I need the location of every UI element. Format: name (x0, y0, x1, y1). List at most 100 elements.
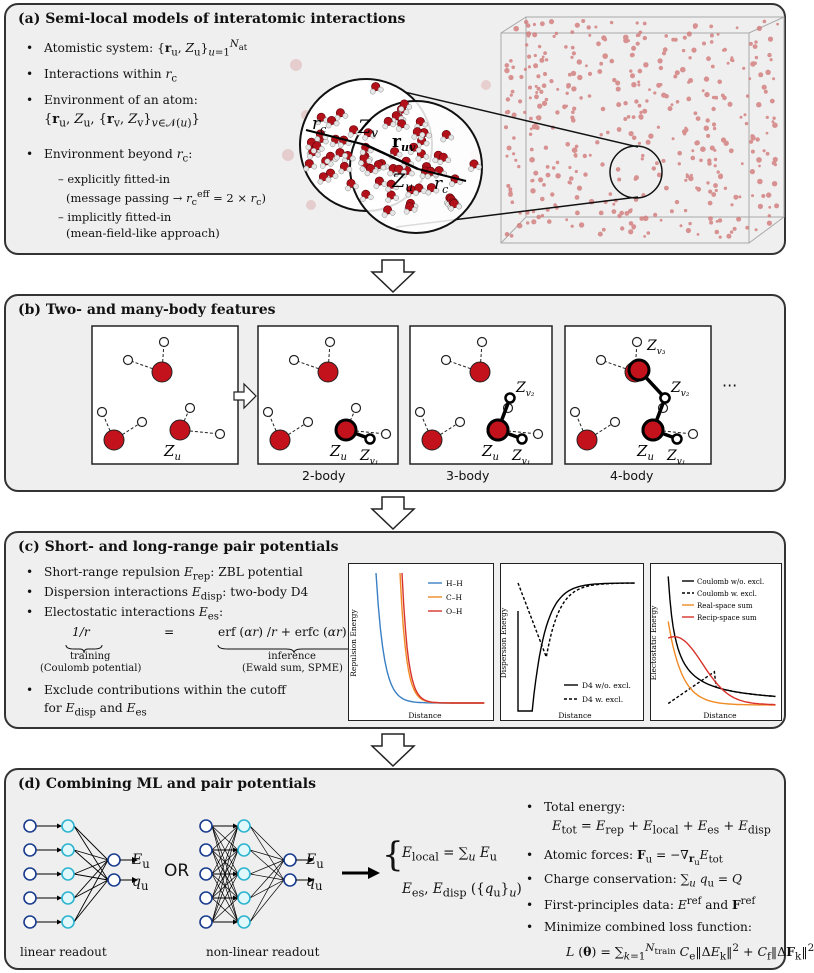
hydrogen-atom (448, 205, 454, 212)
water-molecule (615, 80, 621, 86)
water-molecule (715, 219, 719, 223)
water-molecule (570, 30, 575, 34)
water-molecule (509, 93, 513, 97)
hydrogen-atom (423, 140, 430, 147)
oxygen-atom (391, 111, 401, 121)
hydrogen-atom (347, 131, 354, 138)
water-molecule (723, 47, 727, 52)
hydrogen-atom (370, 132, 377, 139)
eq-right: erf (αr) /r + erfc (αr) /r (218, 625, 360, 639)
water-molecule (630, 52, 635, 58)
water-molecule (677, 150, 682, 156)
water-molecule (641, 153, 645, 158)
hydrogen-atom (358, 160, 364, 166)
hydrogen-atom (317, 178, 324, 185)
water-molecule (706, 133, 711, 138)
hydrogen-atom (288, 354, 300, 366)
molecular-zoom-illustration: Zv rc ruv Zu rc (282, 16, 785, 244)
water-molecule (555, 110, 560, 115)
hydrogen-atom (403, 208, 410, 215)
water-molecule (674, 70, 680, 76)
oxygen-atom (383, 205, 393, 215)
bullet-loss: •Minimize combined loss function: (526, 920, 752, 934)
output-edge-head (132, 857, 138, 863)
water-molecule (587, 71, 593, 76)
chart1-ylabel: Repulsion Energy (349, 609, 358, 677)
water-molecule (761, 84, 767, 90)
water-molecule (695, 116, 701, 121)
water-molecule (774, 203, 780, 209)
caption-3-body: 3-body (446, 468, 490, 483)
oxygen-atom (371, 82, 381, 92)
hydrogen-atom (609, 416, 621, 428)
water-molecule (767, 52, 772, 58)
water-molecule (757, 178, 763, 185)
caption-4-body: 4-body (610, 468, 654, 483)
edge (211, 825, 239, 875)
water-molecule (545, 165, 550, 169)
water-molecule (765, 151, 770, 156)
water-molecule (539, 89, 544, 94)
d4-with-exclusion (517, 582, 635, 660)
water-molecule (667, 106, 673, 112)
eq-loss: L (θ) = ∑k=1Ntrain Ce‖ΔEk‖2 + Cf‖ΔFk‖2 (566, 942, 814, 963)
hydrogen-atom (569, 406, 581, 418)
water-molecule (597, 69, 603, 74)
chart1-xlabel: Distance (408, 711, 442, 720)
oxygen-atom (269, 429, 291, 451)
water-molecule (718, 235, 722, 239)
water-molecule (642, 108, 648, 114)
edge (249, 859, 285, 899)
hydrogen-atom (158, 336, 170, 348)
hydrogen-atom (426, 132, 432, 139)
hydrogen-atom (631, 336, 643, 348)
panel-d-title: (d) Combining ML and pair potentials (18, 776, 316, 792)
eq-left: 1/r (72, 625, 90, 639)
down-arrow-1 (370, 259, 416, 294)
bullet-total-energy: •Total energy: (526, 800, 626, 814)
hydrogen-atom (350, 402, 362, 414)
hidden-node (61, 819, 75, 833)
hydrogen-atom (424, 173, 431, 180)
edge (249, 849, 285, 881)
water-molecule (713, 148, 717, 152)
hydrogen-atom (372, 168, 379, 175)
water-molecule (629, 69, 633, 73)
bullet-repulsion: •Short-range repulsion Erep: ZBL potenti… (26, 565, 303, 583)
oxygen-atom (365, 163, 375, 173)
edge (211, 825, 239, 851)
sub-explicit: – explicitly fitted-in (58, 172, 171, 186)
water-molecule (514, 158, 518, 162)
water-molecule (727, 101, 733, 107)
water-molecule (674, 199, 680, 205)
hydrogen-atom (367, 194, 374, 201)
oxygen-atom (318, 172, 328, 182)
hydrogen-atom (440, 136, 447, 143)
water-molecule (639, 216, 644, 221)
water-molecule (709, 40, 714, 44)
legend-label: H–H (446, 579, 463, 588)
edge (211, 873, 239, 923)
water-molecule (586, 25, 591, 30)
hidden-node (61, 843, 75, 857)
water-molecule (701, 89, 705, 93)
water-molecule (577, 74, 583, 81)
water-molecule (530, 178, 535, 183)
brace: { (382, 835, 404, 875)
water-molecule (688, 56, 692, 60)
water-molecule (670, 103, 674, 107)
oxygen-atom (151, 361, 173, 383)
water-molecule (684, 178, 688, 182)
water-molecule (628, 221, 634, 226)
water-molecule (541, 55, 545, 59)
bullet-environment: •Environment of an atom: (26, 93, 198, 107)
water-molecule (569, 176, 574, 181)
oxygen-atom (312, 141, 322, 151)
eq-left-under2: (Coulomb potential) (40, 663, 142, 674)
water-molecule (635, 33, 640, 38)
bullet-beyond: •Environment beyond rc: (26, 147, 193, 165)
edge-head (57, 895, 62, 901)
oxygen-atom (469, 361, 491, 383)
hydrogen-atom (415, 155, 422, 162)
chart2-xlabel: Distance (558, 711, 592, 720)
